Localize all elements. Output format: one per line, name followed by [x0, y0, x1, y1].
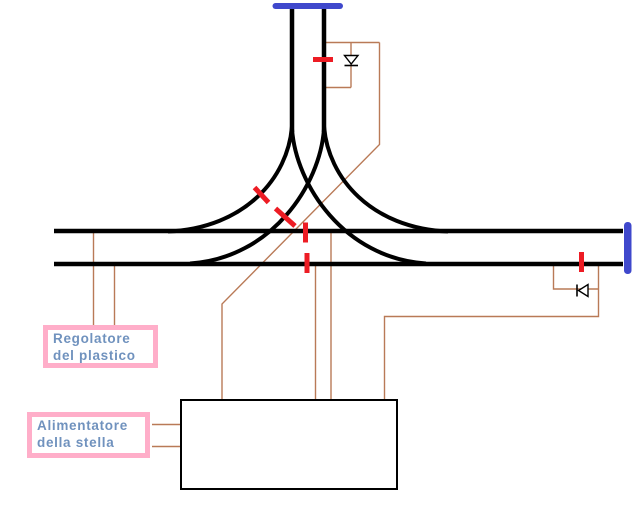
- end-stop-group: [272, 3, 632, 274]
- insulation-gap-curve-a-icon: [252, 185, 271, 205]
- power-supply-label-line2: della stella: [37, 434, 115, 450]
- curve-left-rail-to-bottom-rail-right: [290, 128, 427, 266]
- wire-group: [92, 41, 600, 448]
- power-supply-label-line1: Alimentatore: [37, 418, 128, 433]
- diode-top-triangle: [343, 54, 360, 66]
- diode-top-icon: [343, 54, 360, 67]
- power-supply-label-box: Alimentatore della stella: [27, 412, 150, 458]
- diode-right-triangle: [577, 283, 589, 298]
- regulator-label-line1: Regolatore: [53, 331, 131, 346]
- diode-right-icon: [576, 283, 589, 298]
- curve-right-rail-to-top-rail: [322, 125, 449, 234]
- track-end-stop-top-icon: [272, 3, 343, 9]
- track-group: [54, 8, 623, 267]
- insulation-gap-curve-b-icon: [273, 206, 297, 228]
- track-end-stop-right-icon: [624, 222, 632, 274]
- insulation-gap-group: [252, 57, 584, 273]
- wire-feeder-diagonal: [221, 42, 381, 399]
- regulator-label-box: Regolatore del plastico: [43, 325, 158, 368]
- power-supply-unit-box: [180, 399, 398, 490]
- regulator-label-line2: del plastico: [53, 347, 136, 363]
- wire-right-diode-loop: [383, 264, 600, 399]
- curve-left-rail-to-top-rail: [167, 125, 294, 234]
